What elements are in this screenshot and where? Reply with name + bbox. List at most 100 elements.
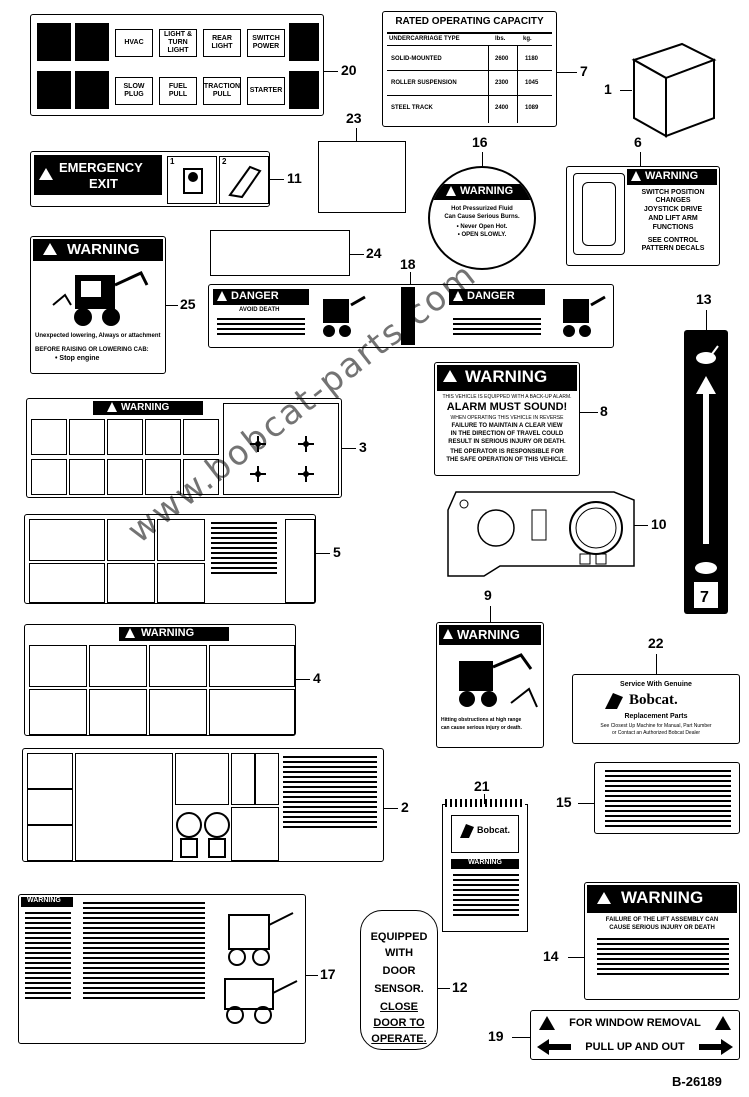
decal-3-pictorial-warning[interactable]: WARNING bbox=[26, 398, 342, 498]
decal8-line: FAILURE TO MAINTAIN A CLEAR VIEW bbox=[451, 423, 563, 429]
decal-8-alarm-warning[interactable]: WARNING THIS VEHICLE IS EQUIPPED WITH A … bbox=[434, 362, 580, 476]
decal12-line: SENSOR. bbox=[374, 983, 424, 995]
lubrication-diagram-icon bbox=[224, 912, 298, 1024]
decal16-line: Hot Pressurized Fluid bbox=[451, 206, 513, 212]
leader-10 bbox=[634, 525, 648, 526]
decal6-line: PATTERN DECALS bbox=[641, 245, 705, 252]
decal-5-pictorial-warning[interactable] bbox=[24, 514, 316, 604]
step-number: 1 bbox=[170, 157, 175, 166]
decal-19-window-removal[interactable]: FOR WINDOW REMOVAL PULL UP AND OUT bbox=[530, 1010, 740, 1060]
leader-22 bbox=[356, 128, 357, 141]
pictogram-cell bbox=[183, 419, 219, 455]
decal14-line: FAILURE OF THE LIFT ASSEMBLY CAN bbox=[605, 917, 719, 923]
capacity-title: RATED OPERATING CAPACITY bbox=[395, 16, 544, 27]
window-push-icon bbox=[228, 165, 262, 199]
decal8-line: WHEN OPERATING THIS VEHICLE IN REVERSE bbox=[450, 415, 564, 421]
spiral-binding bbox=[445, 799, 525, 807]
capacity-row-kg: 1089 bbox=[525, 105, 539, 111]
decal8-line: THE SAFE OPERATION OF THIS VEHICLE. bbox=[446, 457, 568, 463]
decal-12-door-sensor[interactable]: EQUIPPED WITH DOOR SENSOR. CLOSE DOOR TO… bbox=[360, 910, 438, 1050]
decal-7-rated-capacity[interactable]: RATED OPERATING CAPACITY UNDERCARRIAGE T… bbox=[382, 11, 557, 127]
decal6-line: SWITCH POSITION bbox=[641, 189, 705, 196]
fuse-block bbox=[75, 23, 109, 61]
decal6-line: AND LIFT ARM bbox=[648, 215, 698, 222]
bobcat-logo-icon bbox=[460, 824, 474, 838]
decal21-line: or Contact an Authorized Bobcat Dealer bbox=[611, 730, 701, 736]
decal-15-notice[interactable] bbox=[594, 762, 740, 834]
callout-22: 23 bbox=[346, 110, 362, 126]
decal9-line: can cause serious injury or death. bbox=[441, 725, 522, 731]
danger-text-lines bbox=[449, 315, 545, 338]
svg-text:7: 7 bbox=[700, 589, 709, 606]
skid-steer-cab-icon bbox=[52, 271, 149, 326]
callout-23: 24 bbox=[366, 245, 382, 261]
pictogram-cell bbox=[255, 753, 279, 805]
callout-2: 2 bbox=[401, 799, 409, 815]
warning-triangle-icon bbox=[107, 402, 117, 412]
pictogram-cell bbox=[285, 519, 315, 603]
decal8-line: THIS VEHICLE IS EQUIPPED WITH A BACK-UP … bbox=[442, 394, 572, 400]
pictogram-cell bbox=[145, 419, 181, 455]
decal-22-blank[interactable] bbox=[318, 141, 406, 213]
warning-triangle-icon bbox=[39, 168, 53, 180]
fuse-label-switch-power: SWITCH POWER bbox=[247, 29, 285, 57]
figure-id: B-26189 bbox=[672, 1074, 722, 1089]
leader-6 bbox=[640, 152, 641, 166]
callout-25: 21 bbox=[474, 778, 490, 794]
decal-4-pictorial-warning[interactable]: WARNING bbox=[24, 624, 296, 736]
item-1-box-icon[interactable] bbox=[630, 38, 718, 142]
callout-24: 25 bbox=[180, 296, 196, 312]
decal19-line: PULL UP AND OUT bbox=[585, 1041, 685, 1053]
decal8-line: IN THE DIRECTION OF TRAVEL COULD bbox=[450, 431, 564, 437]
bobcat-logo-icon bbox=[605, 693, 623, 709]
decal-10-control-panel[interactable] bbox=[444, 490, 640, 582]
pictogram-cell bbox=[145, 459, 181, 495]
pictogram-cell bbox=[231, 807, 279, 861]
leader-23 bbox=[350, 254, 364, 255]
danger-text-left: DANGER bbox=[231, 290, 279, 302]
callout-20: 20 bbox=[341, 62, 357, 78]
decal2-text-lines bbox=[279, 753, 381, 831]
pictogram-cell bbox=[157, 563, 205, 603]
hand-controls-icon bbox=[176, 812, 230, 858]
decal-23-blank[interactable] bbox=[210, 230, 350, 276]
pictogram-cell bbox=[107, 459, 143, 495]
decal12-line: WITH bbox=[384, 947, 414, 959]
pictogram-cell bbox=[29, 563, 105, 603]
decal-24-cab-warning[interactable]: WARNING Unexpected lowering, Always or a… bbox=[30, 236, 166, 374]
pictogram-cell bbox=[209, 689, 295, 735]
decal21-line: See Closest Up Machine for Manual, Part … bbox=[600, 723, 712, 729]
decal-21-genuine-parts[interactable]: Service With Genuine Bobcat. Replacement… bbox=[572, 674, 740, 744]
decal-6-switch-position-warning[interactable]: WARNING SWITCH POSITION CHANGES JOYSTICK… bbox=[566, 166, 720, 266]
callout-14: 14 bbox=[543, 948, 559, 964]
danger-text-right: DANGER bbox=[467, 290, 515, 302]
decal-13-speed-strip[interactable]: 7 bbox=[684, 330, 728, 614]
decal-16-hot-fluid-warning[interactable]: WARNING Hot Pressurized Fluid Can Cause … bbox=[428, 166, 536, 270]
decal24-line: Unexpected lowering, Always or attachmen… bbox=[35, 333, 161, 339]
warning-triangle-icon bbox=[715, 1016, 731, 1030]
capacity-header-type: UNDERCARRIAGE TYPE bbox=[389, 36, 460, 42]
decal-9-obstruction-warning[interactable]: WARNING Hitting obstructions at high ran… bbox=[436, 622, 544, 748]
callout-3: 3 bbox=[359, 439, 367, 455]
decal-14-lift-assembly-warning[interactable]: WARNING FAILURE OF THE LIFT ASSEMBLY CAN… bbox=[584, 882, 740, 1000]
decal8-line: RESULT IN SERIOUS INJURY OR DEATH. bbox=[448, 439, 566, 445]
leader-24 bbox=[166, 305, 178, 306]
decal-11-emergency-exit[interactable]: EMERGENCY EXIT 1 2 bbox=[30, 151, 270, 207]
warning-triangle-icon bbox=[443, 370, 457, 382]
callout-18: 18 bbox=[400, 256, 416, 272]
decal-20-fuse-panel[interactable]: HVAC LIGHT & TURN LIGHT REAR LIGHT SWITC… bbox=[30, 14, 324, 116]
leader-11 bbox=[270, 179, 284, 180]
capacity-row-lbs: 2300 bbox=[495, 80, 509, 86]
switch-diagram-icon bbox=[573, 173, 625, 255]
decal-25-operator-booklet[interactable]: Bobcat. WARNING bbox=[442, 799, 528, 932]
decal-17-lubrication-warning[interactable]: WARNING bbox=[18, 894, 306, 1044]
fuse-label-slow-plug: SLOW PLUG bbox=[115, 77, 153, 105]
callout-4: 4 bbox=[313, 670, 321, 686]
decal-2-operating-instructions[interactable] bbox=[22, 748, 384, 862]
leader-7 bbox=[557, 72, 577, 73]
decal-18-danger-strip[interactable]: DANGER AVOID DEATH DANGER bbox=[208, 284, 614, 348]
decal17-title: WARNING bbox=[27, 897, 61, 904]
leader-17 bbox=[306, 975, 318, 976]
decal12-line: EQUIPPED bbox=[370, 931, 428, 943]
leader-21 bbox=[656, 654, 657, 674]
